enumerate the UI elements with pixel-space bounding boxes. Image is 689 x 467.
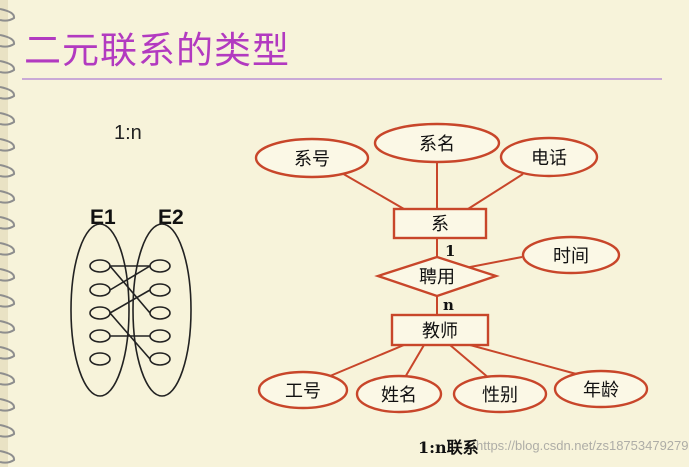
watermark: https://blog.csdn.net/zs18753479279: [476, 438, 689, 453]
set-e1-ellipse: [70, 223, 130, 397]
binding-ring: [0, 190, 16, 204]
mapping-line: [109, 265, 151, 291]
e1-element: [89, 352, 111, 366]
set-e2-label: E2: [158, 206, 184, 229]
binding-ring: [0, 294, 16, 308]
connector: [467, 173, 524, 210]
entity-dept-box: [392, 207, 488, 240]
binding-ring: [0, 34, 16, 48]
e2-element: [149, 352, 171, 366]
cardinality-many: n: [443, 296, 454, 314]
er-connectors: [329, 158, 581, 380]
relationship-hire-diamond: [374, 255, 500, 298]
mapping-line: [109, 265, 151, 314]
e1-element: [89, 259, 111, 273]
binding-ring: [0, 320, 16, 334]
attribute-gender-label: 性别: [482, 385, 518, 406]
entity-teacher-label: 教师: [422, 321, 458, 342]
binding-ring: [0, 424, 16, 438]
attribute-dept-no-ellipse: [254, 137, 370, 179]
e2-element: [149, 259, 171, 273]
entity-dept-label: 系: [431, 214, 449, 235]
binding-ring: [0, 216, 16, 230]
set-e2-ellipse: [132, 223, 192, 397]
binding-ring: [0, 346, 16, 360]
binding-ring: [0, 164, 16, 178]
binding-ring: [0, 242, 16, 256]
attribute-age-ellipse: [553, 369, 649, 409]
e2-element: [149, 306, 171, 320]
connector: [464, 256, 523, 269]
attribute-name-label: 姓名: [381, 385, 417, 406]
entity-teacher-box: [390, 313, 490, 347]
attribute-gender-ellipse: [452, 374, 548, 414]
binding-ring: [0, 60, 16, 74]
connector: [339, 171, 405, 210]
connector: [329, 344, 405, 377]
attribute-dept-no-label: 系号: [294, 149, 330, 170]
connector: [449, 344, 491, 380]
binding-ring: [0, 138, 16, 152]
e1-element: [89, 329, 111, 343]
e1-element: [89, 283, 111, 297]
relationship-hire-label: 聘用: [419, 267, 455, 288]
attribute-dept-name-label: 系名: [419, 134, 455, 155]
binding-ring: [0, 8, 16, 22]
attribute-emp-no-ellipse: [257, 370, 349, 410]
attribute-time-ellipse: [521, 235, 621, 275]
title-underline: [22, 78, 662, 80]
binding-ring: [0, 450, 16, 464]
binding-ring: [0, 86, 16, 100]
attribute-phone-label: 电话: [531, 148, 567, 169]
e1-element: [89, 306, 111, 320]
binding-ring: [0, 112, 16, 126]
attribute-dept-name-ellipse: [373, 122, 501, 164]
slide-title: 二元联系的类型: [24, 29, 290, 72]
attribute-age-label: 年龄: [583, 380, 619, 401]
attribute-phone-ellipse: [499, 136, 599, 178]
mapping-figure: [70, 223, 192, 397]
binding-ring: [0, 398, 16, 412]
notebook-binding: [0, 0, 16, 467]
e2-element: [149, 283, 171, 297]
e2-element: [149, 329, 171, 343]
attribute-name-ellipse: [355, 374, 443, 414]
binding-strip: [0, 0, 8, 467]
binding-ring: [0, 372, 16, 386]
binding-ring: [0, 268, 16, 282]
mapping-ratio-label: 1:n: [114, 122, 142, 144]
mapping-line: [109, 289, 151, 314]
attribute-time-label: 时间: [553, 246, 589, 267]
attribute-emp-no-label: 工号: [285, 381, 321, 402]
set-e1-label: E1: [90, 206, 116, 229]
connector: [469, 344, 581, 376]
connector: [403, 344, 425, 380]
diagram-caption: 1:n联系: [418, 438, 479, 457]
cardinality-one: 1: [445, 242, 455, 260]
